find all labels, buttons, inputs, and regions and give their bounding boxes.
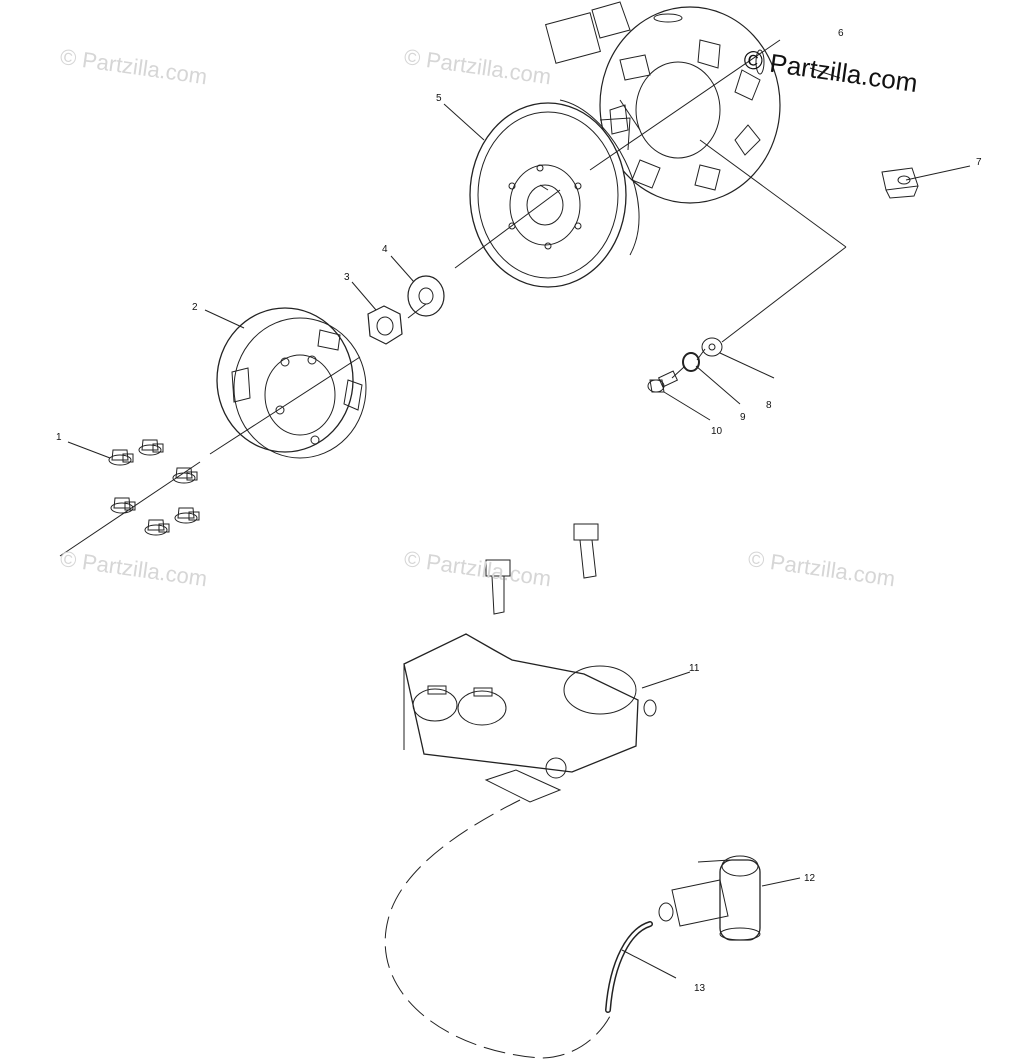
callout-7[interactable]: 7 [976, 157, 982, 168]
cap-screw-icon[interactable] [647, 370, 679, 393]
assembly-centerlines [59, 39, 847, 863]
callout-3[interactable]: 3 [344, 272, 350, 283]
callout-5[interactable]: 5 [436, 93, 442, 104]
flywheel-cover-icon[interactable] [216, 307, 367, 459]
callout-2[interactable]: 2 [192, 302, 198, 313]
lock-washer-icon[interactable] [682, 352, 700, 372]
wire-routing-path [384, 799, 613, 1059]
wire-icon[interactable] [605, 921, 653, 1013]
washer-icon[interactable] [701, 337, 723, 357]
hex-bolt-icon[interactable] [485, 523, 599, 615]
callout-13[interactable]: 13 [694, 983, 706, 994]
callout-8[interactable]: 8 [766, 400, 772, 411]
callout-10[interactable]: 10 [711, 426, 723, 437]
ignition-coil-icon[interactable] [403, 633, 657, 803]
hex-nut-icon[interactable] [367, 305, 403, 345]
spark-plug-cap-icon[interactable] [658, 855, 761, 941]
callout-1[interactable]: 1 [56, 432, 62, 443]
clip-icon[interactable] [881, 167, 919, 199]
flywheel-icon[interactable] [469, 99, 641, 288]
callout-6[interactable]: 6 [838, 28, 844, 39]
callout-9[interactable]: 9 [740, 412, 746, 423]
callout-11[interactable]: 11 [689, 663, 700, 674]
stator-icon[interactable] [544, 1, 781, 204]
flange-bolt-icon[interactable] [108, 439, 200, 536]
leader-lines [67, 103, 971, 979]
callout-4[interactable]: 4 [382, 244, 388, 255]
callout-12[interactable]: 12 [804, 873, 816, 884]
